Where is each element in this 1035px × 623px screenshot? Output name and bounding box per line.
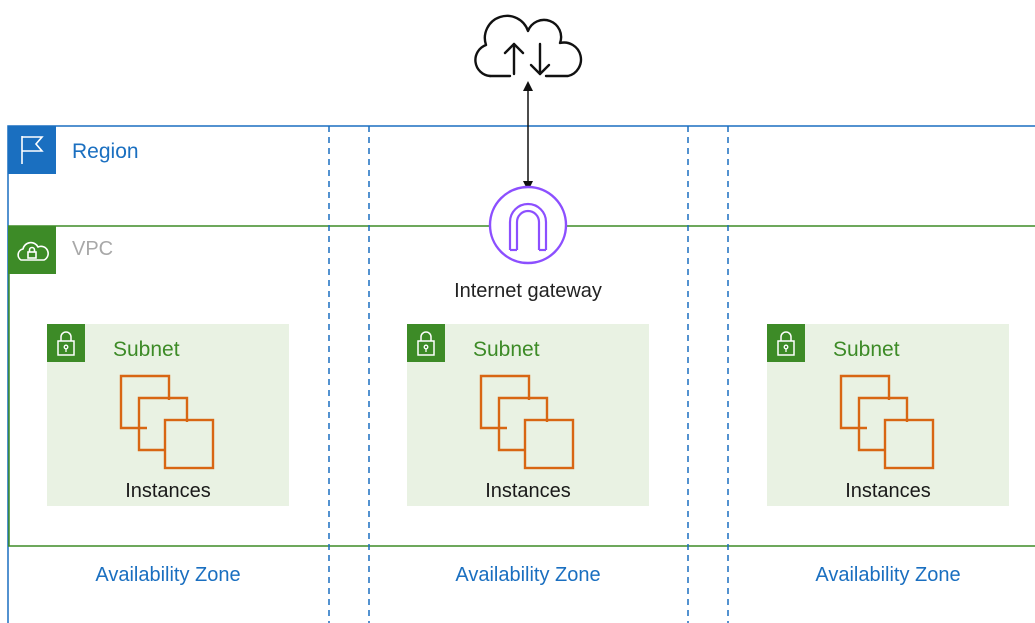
availability-zone-label: Availability Zone <box>455 564 601 586</box>
availability-zone-label: Availability Zone <box>815 564 961 586</box>
subnet-box: Subnet Instances <box>47 324 289 506</box>
instances-icon <box>479 374 575 470</box>
lock-icon <box>417 331 435 356</box>
cloud-upload-download-icon <box>474 14 583 78</box>
gateway-arch-icon <box>488 185 568 265</box>
instances-label: Instances <box>485 480 571 502</box>
instances-label: Instances <box>125 480 211 502</box>
vpc-badge <box>8 226 56 274</box>
cloud-lock-icon <box>17 241 49 261</box>
instances-label: Instances <box>845 480 931 502</box>
subnet-label: Subnet <box>113 338 180 361</box>
subnet-badge <box>407 324 445 362</box>
flag-icon <box>21 136 44 164</box>
instances-icon <box>119 374 215 470</box>
subnet-badge <box>767 324 805 362</box>
instances-icon <box>839 374 935 470</box>
internet-gateway-label: Internet gateway <box>454 280 602 302</box>
subnet-label: Subnet <box>833 338 900 361</box>
lock-icon <box>777 331 795 356</box>
region-badge <box>8 126 56 174</box>
subnet-box: Subnet Instances <box>407 324 649 506</box>
lock-icon <box>57 331 75 356</box>
subnet-label: Subnet <box>473 338 540 361</box>
availability-zone-label: Availability Zone <box>95 564 241 586</box>
vpc-label: VPC <box>72 238 114 260</box>
subnet-badge <box>47 324 85 362</box>
subnet-box: Subnet Instances <box>767 324 1009 506</box>
availability-zone-dividers <box>328 126 729 623</box>
region-label: Region <box>72 140 139 163</box>
